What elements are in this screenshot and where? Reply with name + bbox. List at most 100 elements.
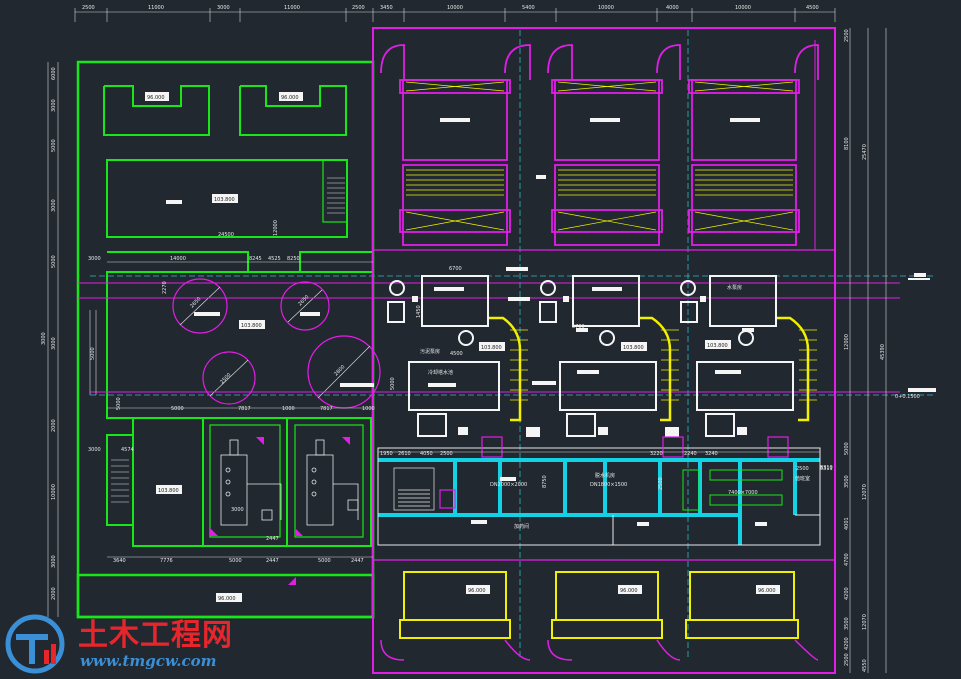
dim-12000: 12000	[273, 220, 279, 236]
dim-top-11: 4500	[806, 5, 819, 11]
dim-ml-11: 4574	[121, 447, 134, 453]
elev-mid-2: 103.800	[623, 345, 644, 351]
dim-right-8: 4001	[844, 517, 850, 530]
dim-6700: 6700	[449, 266, 462, 272]
pipe-label-4: 7400×7000	[728, 490, 758, 496]
dim-left-4: 5000	[51, 255, 57, 268]
dim-cr-6: 3240	[705, 451, 718, 457]
dim-top-1: 11000	[148, 5, 164, 11]
watermark: 土木工程网 www.tmgcw.com	[4, 610, 254, 676]
dim-cr-7: 2500	[796, 466, 809, 472]
dim-ml-4: 8250	[287, 256, 300, 262]
circle-dim-2: 2500	[219, 372, 232, 385]
circle-diameters	[179, 286, 371, 399]
room-label-4: 值班室	[795, 475, 810, 482]
stair-hatch	[111, 177, 345, 503]
cooling-tower-yellow	[405, 81, 794, 231]
dim-ml-0: 3000	[88, 256, 101, 262]
watermark-logo-icon	[5, 614, 65, 674]
dim-top-9: 4000	[666, 5, 679, 11]
elev-pool-left-2: 96.000	[281, 95, 299, 101]
dims-right: 2500 8100 25470 12000 45390 5000 12070 3…	[844, 29, 886, 672]
cooling-towers	[380, 44, 819, 246]
dim-cr-8: 3311	[820, 466, 833, 472]
dim-top-7: 5400	[522, 5, 535, 11]
dim-right-14: 2500	[844, 653, 850, 666]
right-annotation-bars	[908, 273, 936, 392]
elev-bot-2: 96.000	[620, 588, 638, 594]
valve-boxes	[439, 436, 789, 509]
dim-top-3: 11000	[284, 5, 300, 11]
dim-ml-6: 7817	[238, 406, 251, 412]
room-label-2: 脱水机房	[595, 472, 615, 479]
dim-left-8: 3000	[51, 555, 57, 568]
dim-bl-4: 5000	[318, 558, 331, 564]
cyan-building	[378, 458, 820, 545]
dim-24500: 24500	[218, 232, 234, 238]
dim-right-1: 8100	[844, 137, 850, 150]
dim-top-2: 3000	[217, 5, 230, 11]
dim-left-1: 3000	[51, 99, 57, 112]
green-racks	[682, 469, 783, 511]
dim-right-9: 4700	[844, 553, 850, 566]
west-equipment	[220, 439, 359, 526]
dim-top-6: 10000	[447, 5, 463, 11]
pipe-label-3: 2500	[658, 477, 664, 490]
dim-3000: 3000	[231, 507, 244, 513]
yellow-bottom-pools	[399, 571, 799, 639]
dim-top-10: 10000	[735, 5, 751, 11]
dim-ml-9: 1000	[362, 406, 375, 412]
dims-top: 2500 11000 3000 11000 2500 3450 10000 54…	[82, 5, 819, 11]
dim-ml-10: 3000	[88, 447, 101, 453]
watermark-title: 土木工程网	[78, 618, 233, 653]
dim-right-5: 5000	[844, 442, 850, 455]
pipe-label-2: DN1800×1500	[590, 482, 627, 488]
dim-ml-3: 4525	[268, 256, 281, 262]
elev-bot-3: 96.000	[758, 588, 776, 594]
white-equipment	[387, 275, 794, 437]
dim-left-11: 5000	[90, 347, 96, 360]
dim-8310: 8310	[820, 465, 833, 471]
dimension-lines	[47, 8, 887, 673]
dim-right-4: 45390	[880, 344, 886, 360]
dim-left-5: 3000	[51, 337, 57, 350]
bottom-pool-bumps	[380, 639, 819, 661]
dim-ml-7: 1000	[282, 406, 295, 412]
dim-top-4: 2500	[352, 5, 365, 11]
room-label-5: 水泵房	[727, 284, 742, 291]
circle-dim-1: 2650	[297, 294, 310, 307]
dim-left-6: 2000	[51, 419, 57, 432]
elev-pool-bottom: 96.000	[218, 596, 236, 602]
dim-bl-1: 7776	[160, 558, 173, 564]
misc-labels: 0+0.1500 DN2000×2000 DN1800×1500 2500 74…	[162, 220, 920, 542]
elev-mid-1: 103.800	[481, 345, 502, 351]
dims-left: 6000 3000 5000 3000 5000 3000 2000 10000…	[41, 67, 122, 600]
dim-bl-3: 2447	[266, 558, 279, 564]
magenta-corner-marks	[210, 437, 350, 585]
elev-building-left: 103.800	[158, 488, 179, 494]
dim-top-5: 3450	[380, 5, 393, 11]
dim-left-total: 3000	[41, 332, 47, 345]
dim-right-2: 25470	[862, 144, 868, 160]
dim-left-2: 5000	[51, 139, 57, 152]
dim-left-0: 6000	[51, 67, 57, 80]
dim-5000: 5000	[390, 377, 396, 390]
dim-right-12: 4200	[844, 637, 850, 650]
yellow-conveyors	[489, 316, 810, 422]
right-annotation: 0+0.1500	[895, 394, 920, 400]
dim-2447: 2447	[266, 536, 279, 542]
dim-right-13: 12070	[862, 614, 868, 630]
room-label-3: 加药间	[514, 523, 529, 530]
room-label-6: 污泥泵房	[420, 348, 440, 355]
small-room	[393, 467, 435, 511]
dim-5780: 5780	[572, 324, 585, 330]
dim-top-0: 2500	[82, 5, 95, 11]
dim-8750: 8750	[542, 475, 548, 488]
tag-bars	[166, 118, 767, 526]
dim-cr-5: 2240	[684, 451, 697, 457]
dim-cr-3: 2500	[440, 451, 453, 457]
dim-cr-0: 1950	[380, 451, 393, 457]
yellow-conveyor-hatch	[510, 329, 817, 401]
dim-ml-1: 14000	[170, 256, 186, 262]
